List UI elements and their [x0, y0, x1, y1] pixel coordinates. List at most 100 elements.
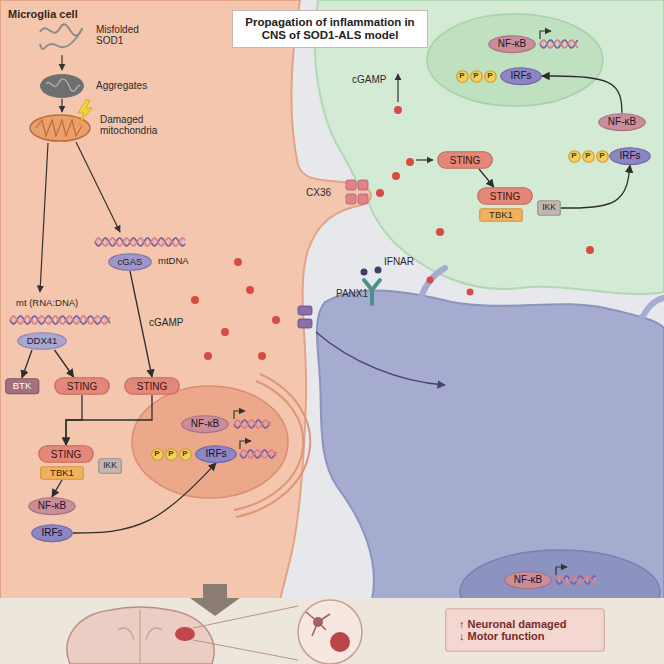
arrow [40, 143, 48, 292]
sting-protein: STING [54, 377, 110, 395]
node-shape [456, 70, 468, 82]
node-shape [599, 114, 646, 131]
connexin-channel [346, 180, 368, 204]
sting-protein: STING [124, 377, 180, 395]
title-box: Propagation of inflammation in CNS of SO… [232, 10, 428, 48]
node-text: IRFs [205, 448, 226, 459]
transcription-factor: NF-κB [28, 497, 76, 515]
node-text: IKK [542, 203, 556, 212]
node-text: NF-κB [608, 116, 636, 127]
node-shape [165, 448, 177, 460]
node-text: P [168, 450, 173, 459]
dna-strand [556, 576, 596, 584]
node-shape [538, 201, 561, 216]
arrow [397, 74, 398, 102]
phosphate-circle: P [456, 70, 469, 83]
node-shape [470, 70, 482, 82]
phosphate-circle: P [470, 70, 483, 83]
transcription-arrow [234, 411, 245, 419]
node-text: P [473, 72, 478, 81]
node-text: P [585, 152, 590, 161]
label-text: IFNAR [384, 256, 414, 267]
phosphate-circle: P [568, 150, 581, 163]
node-shape [484, 70, 496, 82]
pathway-arrow [542, 76, 622, 113]
node-text: cGAS [118, 257, 143, 267]
pathway-arrow [73, 463, 216, 533]
node-text: BTK [13, 381, 31, 391]
endoplasmic-reticulum [236, 374, 310, 517]
transcription-factor: NF-κB [504, 571, 552, 589]
node-text: IRFs [619, 150, 640, 161]
transcription-factor: IRFs [609, 147, 651, 165]
damaged-cell [313, 617, 323, 627]
protein-aggregate [46, 79, 80, 91]
dna-helix [95, 238, 185, 246]
node-shape [182, 416, 229, 433]
node-text: STING [51, 449, 82, 460]
sting-protein: STING [38, 445, 94, 463]
node-shape [438, 152, 493, 169]
node-text: ↑ Neuronal damaged [459, 618, 567, 630]
kinase-box: IKK [98, 458, 122, 474]
protein-oval: cGAS [108, 253, 152, 271]
node-shape [99, 459, 122, 474]
brain-section [118, 610, 162, 664]
kinase-box: TBK1 [40, 466, 84, 480]
label-text: mtDNA [158, 256, 189, 267]
node-shape [32, 525, 73, 542]
node-shape [446, 609, 605, 652]
transcription-factor: NF-κB [488, 35, 536, 53]
pannexin-channel [298, 306, 312, 328]
transcription-factor: NF-κB [181, 415, 229, 433]
dna-strand [540, 40, 578, 48]
dna-strand [240, 450, 276, 458]
edge-label: cGAMP [147, 317, 185, 328]
dna-helix [556, 576, 596, 584]
node-shape [6, 379, 39, 394]
node-text: P [571, 152, 576, 161]
kinase-box: IKK [537, 200, 561, 216]
node-shape [29, 498, 76, 515]
dna-strand [240, 450, 276, 458]
dna-strand [234, 420, 270, 428]
node-text: P [487, 72, 492, 81]
dna-group [10, 31, 596, 584]
cgamp-dots [191, 106, 594, 360]
extracellular-space [0, 0, 664, 600]
node-shape [610, 148, 651, 165]
node-shape [151, 448, 163, 460]
damage-bolt [78, 100, 92, 124]
label-text: Misfolded SOD1 [96, 24, 158, 46]
label-text: PANX1 [336, 288, 368, 299]
bottom-band [0, 598, 664, 664]
transcription-arrow [240, 441, 251, 449]
neuron-cell [317, 290, 664, 600]
phosphate-circle: P [165, 448, 178, 461]
pathway-arrow [52, 480, 62, 497]
node-text: STING [67, 381, 98, 392]
label-text: CX36 [306, 187, 331, 198]
node-shape [109, 254, 152, 271]
dna-strand [234, 420, 270, 428]
dna-strand [95, 238, 185, 246]
phosphate-circle: P [151, 448, 164, 461]
phosphate-circle: P [582, 150, 595, 163]
dna-helix [234, 420, 270, 428]
kinase-box: BTK [5, 378, 39, 394]
brain-section [67, 607, 214, 664]
transcription-arrow [540, 31, 551, 39]
dna-strand [540, 40, 578, 48]
node-shape [39, 446, 94, 463]
nucleus [132, 386, 288, 498]
node-text: NF-κB [38, 500, 66, 511]
transcription-arrow [556, 567, 567, 575]
node-text: NF-κB [191, 418, 219, 429]
title-text: Propagation of inflammation in CNS of SO… [240, 16, 420, 42]
damaged-cell [306, 612, 330, 636]
node-shape [196, 446, 237, 463]
node-shape [125, 378, 180, 395]
phosphate-circle: P [596, 150, 609, 163]
arrow [416, 159, 433, 160]
